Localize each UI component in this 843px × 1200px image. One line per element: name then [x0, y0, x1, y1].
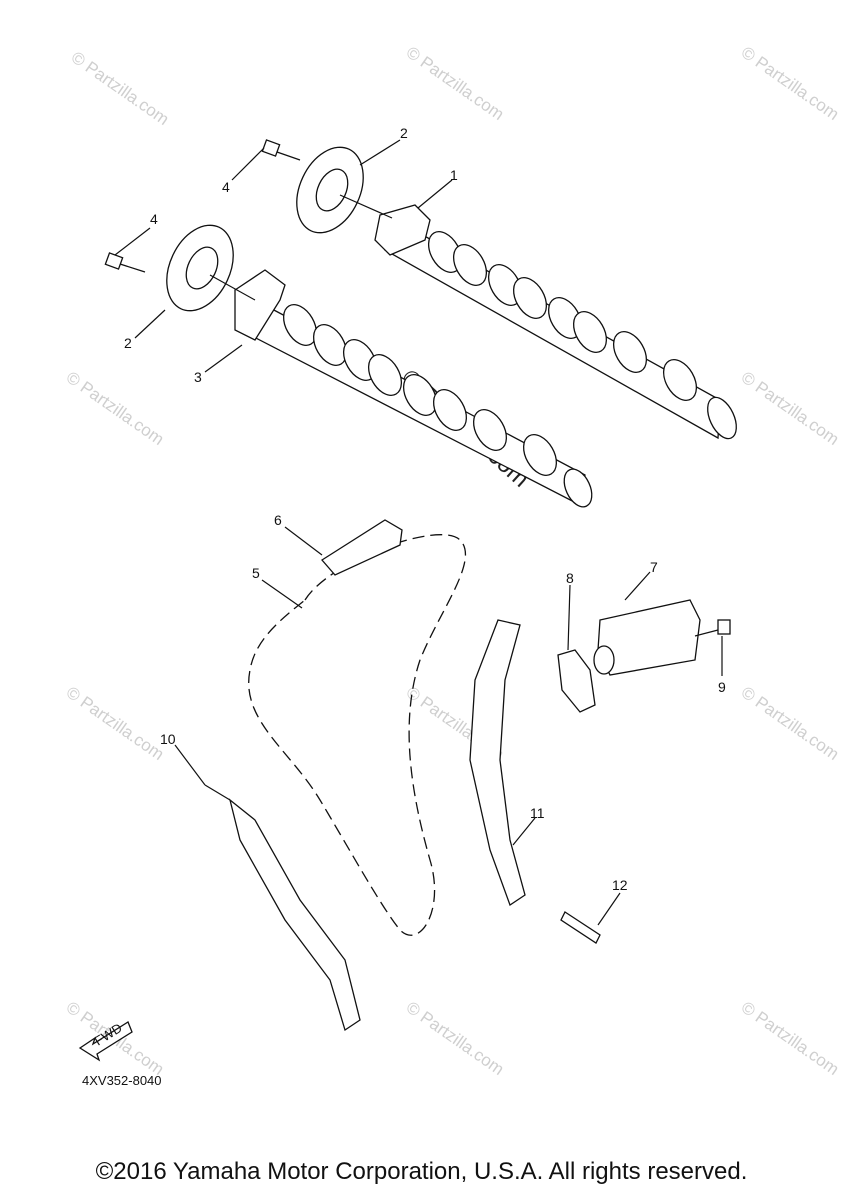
callout-8: 8 — [566, 570, 574, 586]
watermark: © Partzilla.com — [63, 368, 168, 449]
guide-pin — [560, 911, 601, 944]
callouts: 1 2 2 3 4 4 5 6 7 8 9 10 11 12 — [124, 125, 726, 893]
callout-12: 12 — [612, 877, 628, 893]
tensioner — [593, 599, 701, 676]
callout-3: 3 — [194, 369, 202, 385]
chain-guide-top — [321, 519, 403, 576]
watermarks: © Partzilla.com © Partzilla.com © Partzi… — [63, 43, 843, 1079]
bolt-upper — [261, 139, 301, 161]
watermark: © Partzilla.com — [63, 683, 168, 764]
chain-guide-exhaust — [228, 798, 361, 1032]
watermark: © Partzilla.com — [403, 43, 508, 124]
watermark: © Partzilla.com — [738, 43, 843, 124]
tensioner-bolt — [694, 619, 731, 637]
watermark: © Partzilla.com — [68, 48, 173, 129]
callout-5: 5 — [252, 565, 260, 581]
camshaft-lower — [234, 269, 593, 508]
bolt-lower — [104, 252, 146, 273]
watermark: © Partzilla.com — [738, 683, 843, 764]
callout-6: 6 — [274, 512, 282, 528]
sprocket-lower — [166, 224, 256, 312]
watermark: © Partzilla.com — [738, 368, 843, 449]
callout-1: 1 — [450, 167, 458, 183]
camshaft-upper — [374, 204, 737, 440]
copyright-notice: ©2016 Yamaha Motor Corporation, U.S.A. A… — [95, 1158, 748, 1185]
callout-10: 10 — [160, 731, 176, 747]
callout-7: 7 — [650, 559, 658, 575]
watermark: © Partzilla.com — [403, 998, 508, 1079]
tensioner-gasket — [557, 649, 596, 713]
watermark: © Partzilla.com — [738, 998, 843, 1079]
callout-2-upper: 2 — [400, 125, 408, 141]
callout-2-lower: 2 — [124, 335, 132, 351]
sprocket-upper — [296, 146, 393, 234]
cam-chain — [248, 534, 466, 936]
callout-9: 9 — [718, 679, 726, 695]
leader-lines — [114, 139, 723, 926]
callout-4-upper: 4 — [222, 179, 230, 195]
diagram-code: 4XV352-8040 — [82, 1073, 162, 1088]
callout-11: 11 — [530, 805, 545, 821]
chain-guide-intake — [469, 619, 526, 906]
callout-4-lower: 4 — [150, 211, 158, 227]
